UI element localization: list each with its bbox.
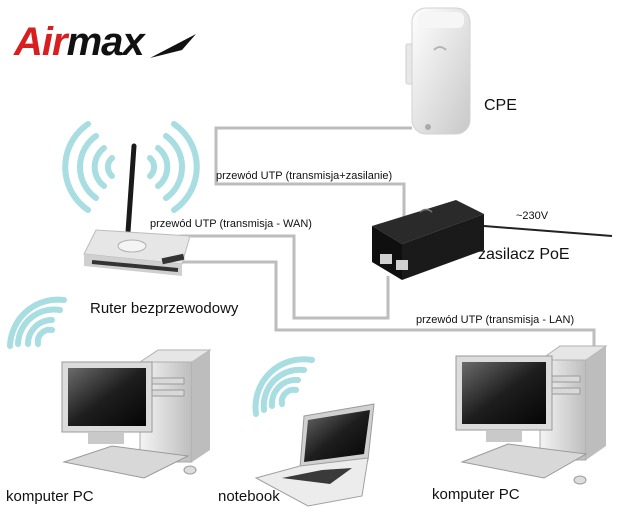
power-label: ~230V [516,210,549,222]
pc-right-icon [455,345,608,485]
cable-router-wan [180,234,390,320]
cable-power [483,225,613,237]
router-label: Ruter bezprzewodowy [90,300,239,317]
router-wifi-icon [62,121,200,213]
cable-cpe-label: przewód UTP (transmisja+zasilanie) [216,170,393,182]
logo-swoosh-icon [150,34,196,58]
cable-router-lan [180,260,596,352]
cables [180,126,596,352]
logo-text-max: max [66,20,145,64]
pc-left-icon [61,349,212,479]
logo-text-air: Air [14,20,68,64]
wireless-router-icon [83,143,191,276]
cable-lan-label: przewód UTP (transmisja - LAN) [416,314,575,326]
poe-label: zasilacz PoE [478,246,570,263]
cable-wan-label: przewód UTP (transmisja - WAN) [150,218,312,230]
poe-adapter-icon [372,200,484,280]
cpe-label: CPE [484,97,517,114]
notebook-wifi-icon [252,356,315,417]
notebook-icon [254,403,375,507]
cpe-device-icon [405,7,471,135]
cable-cpe-poe [214,126,412,218]
notebook-label: notebook [218,488,280,505]
pc-left-label: komputer PC [6,488,94,505]
airmax-logo: Airmax [14,20,145,64]
pc-left-wifi-icon [7,296,67,349]
pc-right-label: komputer PC [432,486,520,503]
